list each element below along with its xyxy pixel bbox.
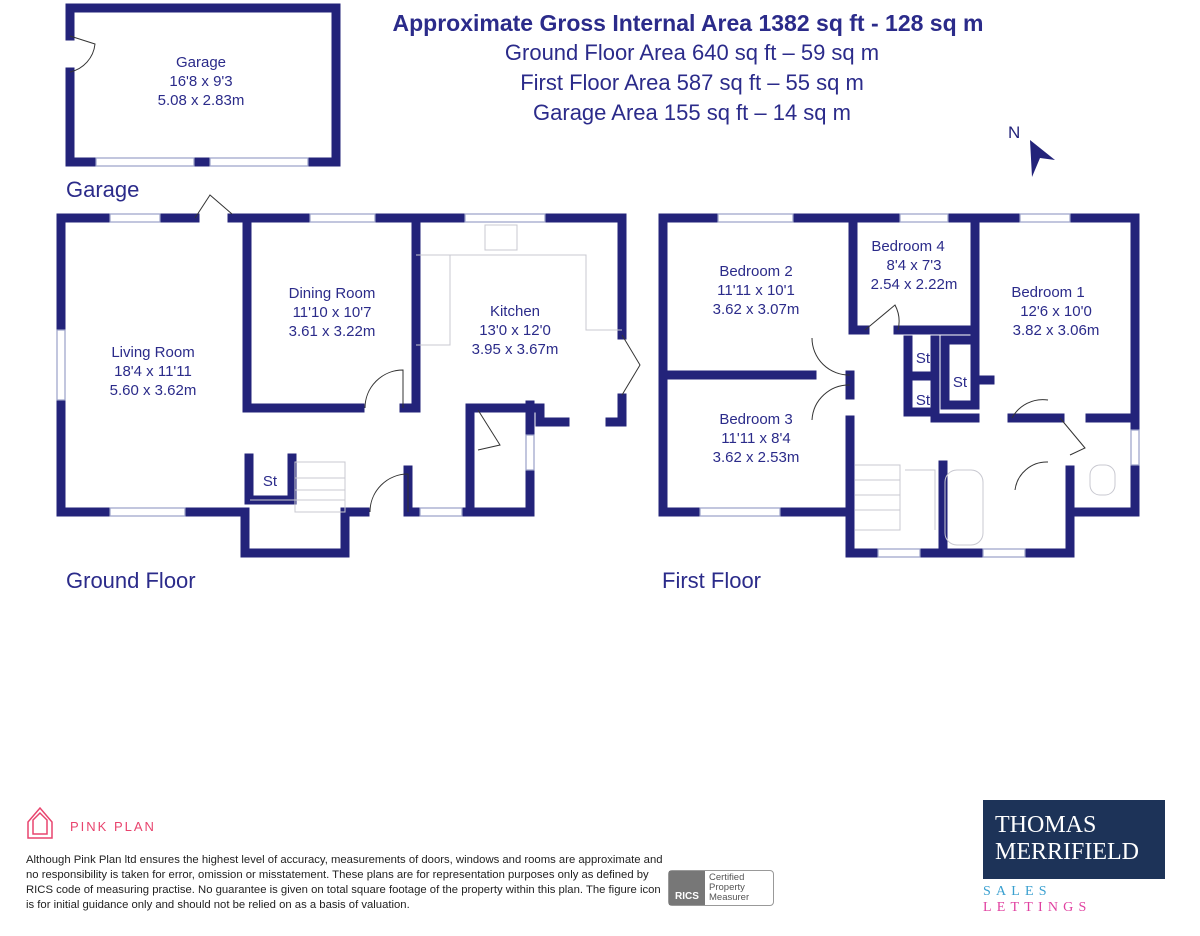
rics-line: Measurer: [709, 892, 750, 903]
rics-line: Property: [709, 882, 745, 893]
agent-services: SALES LETTINGS: [983, 884, 1168, 916]
svg-text:3.62 x 3.07m: 3.62 x 3.07m: [713, 301, 800, 318]
lettings-label: LETTINGS: [983, 900, 1092, 915]
first-floor-area: First Floor Area 587 sq ft – 55 sq m: [520, 70, 864, 95]
svg-text:11'11 x 10'1: 11'11 x 10'1: [717, 282, 795, 299]
svg-text:5.08 x 2.83m: 5.08 x 2.83m: [158, 92, 245, 109]
garage-label: Garage: [66, 177, 139, 202]
svg-text:11'10 x 10'7: 11'10 x 10'7: [293, 304, 372, 321]
svg-text:16'8 x 9'3: 16'8 x 9'3: [169, 73, 232, 90]
rics-logo: RICS: [669, 871, 705, 905]
ground-floor-label: Ground Floor: [66, 568, 196, 593]
north-arrow-icon: N: [1008, 123, 1055, 177]
svg-text:3.61 x 3.22m: 3.61 x 3.22m: [289, 323, 376, 340]
svg-text:2.54 x 2.22m: 2.54 x 2.22m: [871, 276, 958, 293]
storage-st: St: [953, 374, 968, 391]
agent-name-line: MERRIFIELD: [995, 839, 1139, 865]
storage-st: St: [263, 473, 278, 490]
room-bedroom-4: Bedroom 4: [871, 238, 944, 255]
rics-badge: RICS Certified Property Measurer: [668, 870, 774, 906]
svg-text:13'0 x 12'0: 13'0 x 12'0: [479, 322, 551, 339]
ground-floor-plan: Living Room 18'4 x 11'11 5.60 x 3.62m Di…: [56, 194, 641, 558]
svg-text:18'4 x 11'11: 18'4 x 11'11: [114, 363, 192, 380]
pink-plan-brand: PINK PLAN: [70, 819, 156, 834]
svg-text:3.95 x 3.67m: 3.95 x 3.67m: [472, 341, 559, 358]
garage-area: Garage Area 155 sq ft – 14 sq m: [533, 100, 851, 125]
svg-text:N: N: [1008, 123, 1020, 142]
svg-text:12'6 x 10'0: 12'6 x 10'0: [1020, 303, 1092, 320]
storage-st: St: [916, 392, 931, 409]
room-dining-room: Dining Room: [289, 285, 376, 302]
svg-text:5.60 x 3.62m: 5.60 x 3.62m: [110, 382, 197, 399]
sales-label: SALES: [983, 884, 1052, 899]
disclaimer: Although Pink Plan ltd ensures the highe…: [26, 854, 663, 911]
svg-text:8'4 x 7'3: 8'4 x 7'3: [887, 257, 942, 274]
room-bedroom-2: Bedroom 2: [719, 263, 792, 280]
svg-text:3.62 x 2.53m: 3.62 x 2.53m: [713, 449, 800, 466]
agent-name-line: THOMAS: [995, 812, 1097, 838]
pink-plan-logo-icon: [27, 806, 53, 839]
first-floor-label: First Floor: [662, 568, 761, 593]
rics-line: Certified: [709, 872, 745, 883]
room-bedroom-3: Bedroom 3: [719, 411, 792, 428]
garage-plan: Garage 16'8 x 9'3 5.08 x 2.83m: [65, 3, 341, 167]
svg-text:11'11 x 8'4: 11'11 x 8'4: [721, 430, 790, 447]
svg-text:3.82 x 3.06m: 3.82 x 3.06m: [1013, 322, 1100, 339]
storage-st: St: [916, 350, 931, 367]
gross-area-title: Approximate Gross Internal Area 1382 sq …: [393, 10, 984, 36]
room-kitchen: Kitchen: [490, 303, 540, 320]
room-bedroom-1: Bedroom 1: [1011, 284, 1084, 301]
svg-text:Garage: Garage: [176, 54, 226, 71]
room-living-room: Living Room: [111, 344, 194, 361]
first-floor-plan: Bedroom 2 11'11 x 10'1 3.62 x 3.07m Bedr…: [658, 213, 1140, 558]
agent-logo: THOMAS MERRIFIELD: [983, 800, 1165, 879]
ground-floor-area: Ground Floor Area 640 sq ft – 59 sq m: [505, 40, 879, 65]
